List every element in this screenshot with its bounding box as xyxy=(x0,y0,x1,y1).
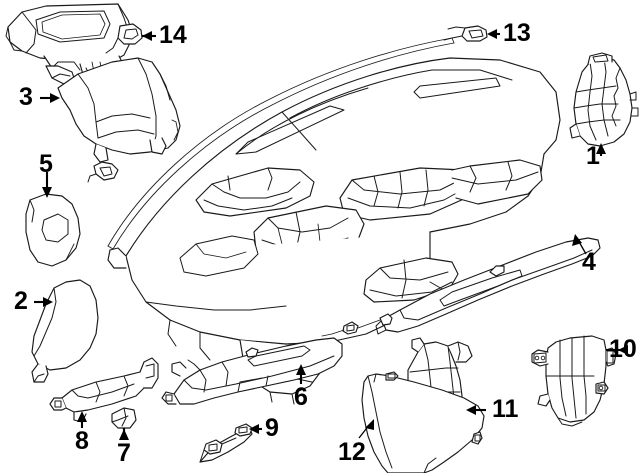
leader-4 xyxy=(572,234,587,255)
leader-10 xyxy=(606,345,628,355)
callout-label-5: 5 xyxy=(39,150,53,178)
callout-label-8: 8 xyxy=(75,427,89,455)
part-left-lower-insulator-panel xyxy=(31,279,99,383)
callout-label-6: 6 xyxy=(294,383,308,411)
leader-3 xyxy=(40,93,60,103)
callout-label-9: 9 xyxy=(265,414,279,442)
callout-label-7: 7 xyxy=(117,439,131,467)
part-small-clip-retainer xyxy=(111,407,137,429)
callout-label-1: 1 xyxy=(586,142,600,170)
leader-5 xyxy=(42,172,52,198)
part-cluster-hood-cover xyxy=(57,57,181,183)
callout-label-11: 11 xyxy=(492,395,519,423)
part-upper-trim-molding xyxy=(321,237,601,337)
callout-label-4: 4 xyxy=(582,248,596,276)
leader-14 xyxy=(142,31,156,41)
part-glove-box-assembly xyxy=(161,337,343,405)
callout-label-14: 14 xyxy=(159,21,187,49)
leader-8 xyxy=(77,411,87,428)
part-right-end-cap-bracket xyxy=(569,52,639,147)
part-lower-knee-bolster-brace xyxy=(49,357,159,423)
leader-12 xyxy=(358,419,374,439)
part-defroster-grille-clip xyxy=(443,25,488,42)
part-latch-striker-handle xyxy=(199,423,253,463)
callout-label-12: 12 xyxy=(338,438,366,466)
part-right-kick-panel xyxy=(531,335,617,427)
part-left-side-cover xyxy=(25,193,81,267)
leader-6 xyxy=(296,364,306,384)
leader-13 xyxy=(487,29,500,39)
leader-1 xyxy=(596,143,606,156)
callout-label-2: 2 xyxy=(14,287,28,315)
part-left-lower-trim-panel xyxy=(361,371,485,473)
callout-label-10: 10 xyxy=(609,335,637,363)
leader-9 xyxy=(249,424,262,434)
leader-2 xyxy=(34,297,53,307)
callout-label-13: 13 xyxy=(503,19,531,47)
callout-label-3: 3 xyxy=(19,83,33,111)
leader-11 xyxy=(466,405,486,415)
leader-7 xyxy=(119,428,129,440)
